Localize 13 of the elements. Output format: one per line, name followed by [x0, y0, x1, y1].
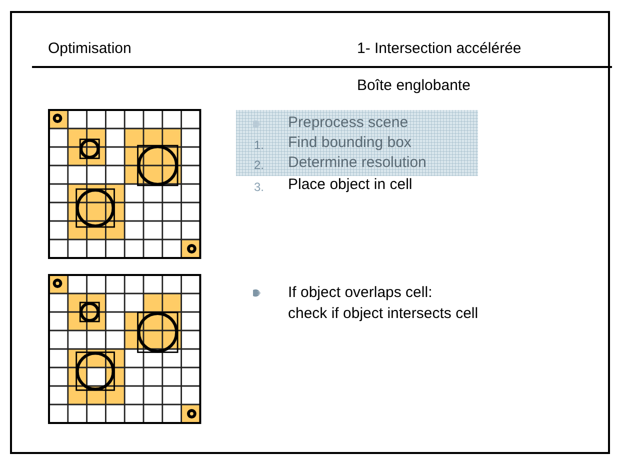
list-item: Preprocess scene — [288, 114, 408, 132]
bullet-text: If object overlaps cell: — [288, 284, 432, 302]
list-number: 2. — [254, 157, 264, 174]
list-item: Place object in cell — [288, 176, 412, 194]
list-item: Determine resolution — [288, 154, 426, 172]
bullet-text: check if object intersects cell — [288, 305, 478, 323]
highlight-band — [236, 110, 478, 176]
subtitle: Boîte englobante — [357, 77, 470, 95]
section-title: 1- Intersection accélérée — [357, 40, 522, 58]
list-item: Find bounding box — [288, 134, 412, 152]
list-number: 3. — [254, 179, 264, 196]
slide-title: Optimisation — [48, 40, 132, 58]
list-number: 1. — [254, 137, 264, 154]
